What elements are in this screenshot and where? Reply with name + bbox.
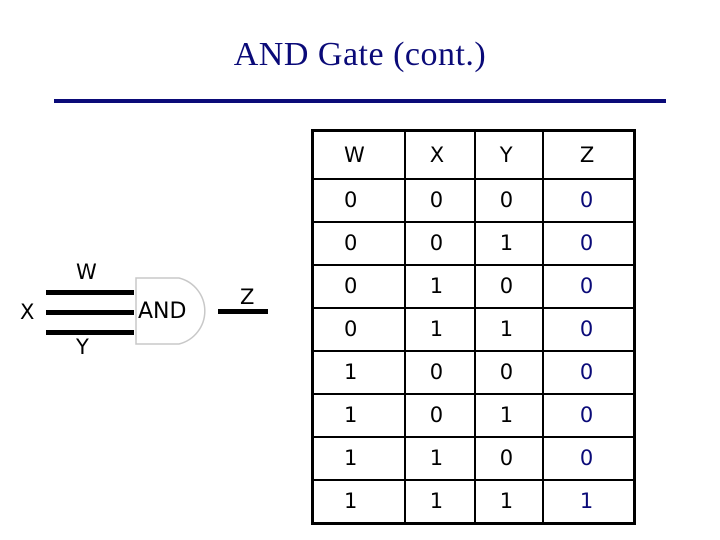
column-header-z: Z: [541, 129, 636, 180]
cell-x: 1: [403, 478, 476, 525]
cell-z: 0: [541, 306, 636, 352]
cell-y: 0: [473, 178, 544, 223]
cell-w: 1: [311, 392, 406, 438]
column-header-y: Y: [473, 129, 544, 180]
cell-x: 1: [403, 435, 476, 481]
cell-x: 0: [403, 392, 476, 438]
output-label-z: Z: [240, 285, 255, 309]
table-row: 1 0 0 0: [311, 349, 636, 395]
table-row: 0 1 0 0: [311, 263, 636, 309]
input-label-x: X: [20, 300, 35, 324]
cell-w: 0: [311, 306, 406, 352]
cell-w: 1: [311, 349, 406, 395]
cell-y: 0: [473, 349, 544, 395]
title-rule: [54, 99, 666, 103]
cell-z: 1: [541, 478, 636, 525]
table-row: 1 1 0 0: [311, 435, 636, 481]
cell-x: 1: [403, 306, 476, 352]
table-header-row: W X Y Z: [311, 129, 636, 180]
cell-x: 1: [403, 263, 476, 309]
cell-w: 1: [311, 478, 406, 525]
input-label-w: W: [76, 260, 97, 284]
table-row: 0 0 1 0: [311, 220, 636, 266]
cell-w: 0: [311, 178, 406, 223]
cell-y: 0: [473, 435, 544, 481]
cell-z: 0: [541, 220, 636, 266]
cell-y: 0: [473, 263, 544, 309]
cell-z: 0: [541, 349, 636, 395]
cell-x: 0: [403, 178, 476, 223]
cell-y: 1: [473, 220, 544, 266]
table-row: 0 1 1 0: [311, 306, 636, 352]
cell-y: 1: [473, 306, 544, 352]
output-wire-z: [218, 309, 268, 314]
truth-table: W X Y Z 0 0 0 0 0 0 1 0 0 1 0 0 0 1 1 0: [311, 129, 636, 525]
cell-y: 1: [473, 478, 544, 525]
cell-x: 0: [403, 220, 476, 266]
input-wire-w: [46, 290, 134, 295]
cell-z: 0: [541, 392, 636, 438]
cell-x: 0: [403, 349, 476, 395]
input-wire-x: [46, 310, 134, 315]
gate-type-label: AND: [138, 299, 187, 324]
cell-w: 0: [311, 263, 406, 309]
table-row: 0 0 0 0: [311, 178, 636, 223]
column-header-w: W: [311, 129, 406, 180]
column-header-x: X: [403, 129, 476, 180]
cell-y: 1: [473, 392, 544, 438]
table-row: 1 1 1 1: [311, 478, 636, 525]
table-row: 1 0 1 0: [311, 392, 636, 438]
and-gate-shape: [135, 277, 206, 345]
cell-z: 0: [541, 263, 636, 309]
input-label-y: Y: [76, 335, 89, 359]
cell-z: 0: [541, 435, 636, 481]
input-wire-y: [46, 330, 134, 335]
cell-w: 0: [311, 220, 406, 266]
cell-z: 0: [541, 178, 636, 223]
slide-title: AND Gate (cont.): [233, 36, 487, 73]
cell-w: 1: [311, 435, 406, 481]
